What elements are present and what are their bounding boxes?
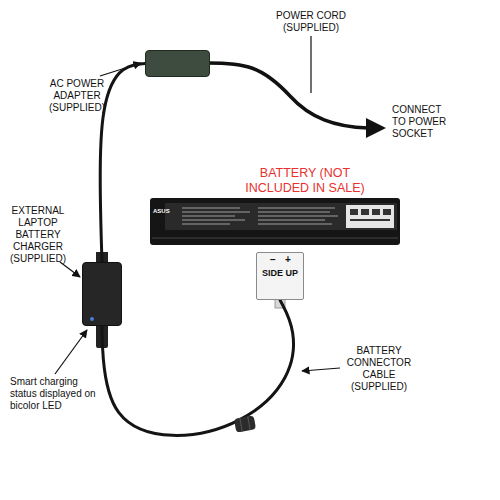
- component-label: AC POWER ADAPTER (SUPPLIED): [39, 78, 115, 114]
- component-label: EXTERNAL LAPTOP BATTERY CHARGER (SUPPLIE…: [5, 205, 71, 265]
- orientation-mark: SIDE UP: [257, 268, 303, 279]
- polarity-mark: +: [283, 254, 293, 266]
- bicolor-led: [90, 317, 94, 321]
- laptop-battery: BATTERY (NOT INCLUDED IN SALE)ASUS: [150, 198, 400, 245]
- battery-label-area: [165, 203, 397, 230]
- cable: [102, 300, 293, 435]
- leader-arrow: [55, 330, 87, 374]
- power-adapter: AC POWER ADAPTER (SUPPLIED): [145, 50, 210, 77]
- battery-heading: BATTERY (NOT INCLUDED IN SALE): [230, 166, 380, 196]
- leader-arrow: [60, 262, 80, 277]
- leader-arrow: [302, 368, 340, 371]
- power-cord: [208, 63, 368, 128]
- callout-label: CONNECT TO POWER SOCKET: [392, 104, 450, 140]
- leader-line: [310, 36, 311, 93]
- battery-charger: EXTERNAL LAPTOP BATTERY CHARGER (SUPPLIE…: [82, 262, 122, 326]
- cable: [100, 64, 145, 263]
- brand-logo: ASUS: [153, 208, 179, 215]
- ferrite-bead: [234, 415, 256, 432]
- certification-marks: [350, 209, 391, 221]
- callout-label: POWER CORD (SUPPLIED): [268, 10, 354, 34]
- socket-arrow: [366, 118, 386, 138]
- battery-ridge: [152, 238, 398, 239]
- certification-sticker: [346, 205, 394, 228]
- polarity-mark: −: [268, 254, 278, 266]
- callout-label: Smart charging status displayed on bicol…: [10, 376, 100, 412]
- battery-fine-print: [182, 208, 338, 224]
- battery-body: [150, 198, 400, 245]
- battery-plug: −+ SIDE UP: [256, 252, 304, 300]
- callout-label: BATTERY CONNECTOR CABLE (SUPPLIED): [343, 345, 415, 393]
